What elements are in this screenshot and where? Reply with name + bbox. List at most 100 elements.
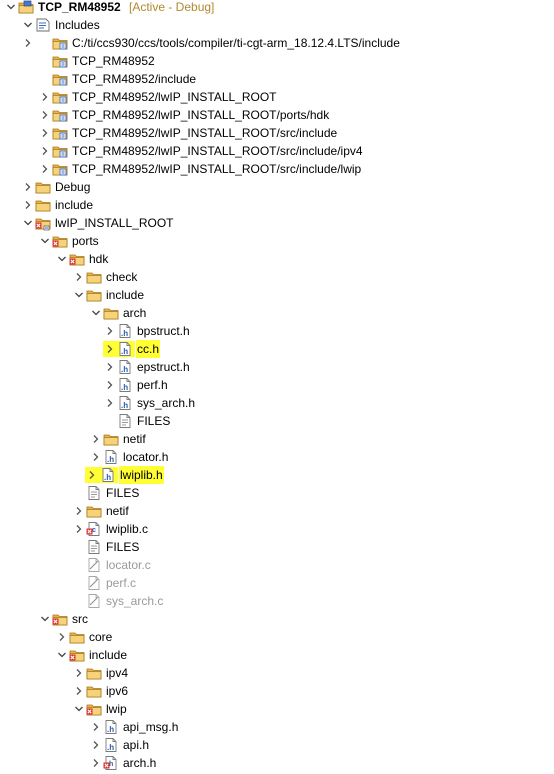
chevron-right-icon[interactable] [23, 182, 33, 192]
tree-item-label: lwiplib.c [106, 522, 149, 536]
chevron-right-icon[interactable] [105, 398, 115, 408]
tree-item-ipv6[interactable]: ipv6 [0, 682, 554, 700]
chevron-right-icon[interactable] [40, 110, 50, 120]
tree-item-include[interactable]: include [0, 196, 554, 214]
tree-item-tcp-rm48952-lwip-install-root-src-include-lwip[interactable]: TCP_RM48952/lwIP_INSTALL_ROOT/src/includ… [0, 160, 554, 178]
tree-item-files[interactable]: FILES [0, 484, 554, 502]
chevron-right-icon[interactable] [40, 146, 50, 156]
tree-item-label: TCP_RM48952/include [72, 72, 197, 86]
tree-item-netif[interactable]: netif [0, 430, 554, 448]
chevron-right-icon[interactable] [40, 128, 50, 138]
tree-item-perf-c[interactable]: perf.c [0, 574, 554, 592]
tree-item-label: C:/ti/ccs930/ccs/tools/compiler/ti-cgt-a… [72, 36, 400, 50]
tree-item-label: include [106, 288, 145, 302]
tree-item-debug[interactable]: Debug [0, 178, 554, 196]
tree-item-label: TCP_RM48952 [38, 0, 121, 14]
tree-item-locator-c[interactable]: locator.c [0, 556, 554, 574]
tree-item-label: ports [72, 234, 99, 248]
tree-item-tcp-rm48952-include[interactable]: TCP_RM48952/include [0, 70, 554, 88]
chevron-right-icon[interactable] [105, 326, 115, 336]
chevron-down-icon[interactable] [74, 704, 84, 714]
chevron-right-icon[interactable] [91, 434, 101, 444]
tree-item-label: locator.h [123, 450, 169, 464]
linkedfolder-icon [35, 215, 51, 231]
chevron-right-icon[interactable] [105, 362, 115, 372]
tree-item-label: hdk [89, 252, 109, 266]
tree-item-check[interactable]: check [0, 268, 554, 286]
tree-item-files[interactable]: FILES [0, 412, 554, 430]
folder-icon [86, 683, 102, 699]
tree-item-arch[interactable]: arch [0, 304, 554, 322]
chevron-right-icon[interactable] [91, 740, 101, 750]
folder-icon [69, 629, 85, 645]
chevron-down-icon[interactable] [74, 290, 84, 300]
tree-item-tcp-rm48952-lwip-install-root[interactable]: TCP_RM48952/lwIP_INSTALL_ROOT [0, 88, 554, 106]
tree-item-label: netif [123, 432, 146, 446]
chevron-right-icon[interactable] [74, 686, 84, 696]
tree-item-tcp-rm48952-lwip-install-root-src-include[interactable]: TCP_RM48952/lwIP_INSTALL_ROOT/src/includ… [0, 124, 554, 142]
tree-item-include[interactable]: include [0, 646, 554, 664]
tree-item-tcp-rm48952[interactable]: TCP_RM48952 [0, 52, 554, 70]
chevron-right-icon[interactable] [40, 92, 50, 102]
chevron-down-icon[interactable] [23, 20, 33, 30]
chevron-right-icon[interactable] [87, 470, 97, 480]
tree-item-ipv4[interactable]: ipv4 [0, 664, 554, 682]
chevron-right-icon[interactable] [105, 344, 115, 354]
tree-item-c-ti-ccs930-ccs-tools-compiler-ti-cgt-arm-18-12-4-lts-include[interactable]: C:/ti/ccs930/ccs/tools/compiler/ti-cgt-a… [0, 34, 554, 52]
tree-item-label: api.h [123, 738, 150, 752]
chevron-right-icon[interactable] [74, 668, 84, 678]
tree-item-src[interactable]: src [0, 610, 554, 628]
chevron-down-icon[interactable] [91, 308, 101, 318]
tree-item-tcp-rm48952[interactable]: TCP_RM48952[Active - Debug] [0, 0, 554, 16]
chevron-right-icon[interactable] [57, 632, 67, 642]
tree-item-files[interactable]: FILES [0, 538, 554, 556]
tree-item-core[interactable]: core [0, 628, 554, 646]
chevron-down-icon[interactable] [40, 614, 50, 624]
chevron-down-icon[interactable] [6, 2, 16, 12]
cfile-icon: c [86, 521, 102, 537]
chevron-right-icon[interactable] [74, 506, 84, 516]
chevron-right-icon[interactable] [91, 758, 101, 768]
svg-text:.h: .h [107, 743, 114, 752]
tree-item-lwip-install-root[interactable]: lwIP_INSTALL_ROOT [0, 214, 554, 232]
tree-item-tcp-rm48952-lwip-install-root-ports-hdk[interactable]: TCP_RM48952/lwIP_INSTALL_ROOT/ports/hdk [0, 106, 554, 124]
tree-item-api-h[interactable]: .h api.h [0, 736, 554, 754]
tree-item-tcp-rm48952-lwip-install-root-src-include-ipv4[interactable]: TCP_RM48952/lwIP_INSTALL_ROOT/src/includ… [0, 142, 554, 160]
tree-item-netif[interactable]: netif [0, 502, 554, 520]
chevron-right-icon[interactable] [74, 272, 84, 282]
tree-item-hdk[interactable]: hdk [0, 250, 554, 268]
tree-item-label: TCP_RM48952/lwIP_INSTALL_ROOT [72, 90, 277, 104]
libfolder-icon [52, 35, 68, 51]
tree-item-lwiplib-c[interactable]: c lwiplib.c [0, 520, 554, 538]
svg-text:.h: .h [107, 725, 114, 734]
tree-item-label: sys_arch.h [137, 396, 196, 410]
tree-item-includes[interactable]: Includes [0, 16, 554, 34]
chevron-right-icon[interactable] [91, 722, 101, 732]
chevron-down-icon[interactable] [40, 236, 50, 246]
tree-item-sys-arch-c[interactable]: sys_arch.c [0, 592, 554, 610]
tree-item-include[interactable]: include [0, 286, 554, 304]
tree-item-lwip[interactable]: lwip [0, 700, 554, 718]
chevron-right-icon[interactable] [23, 38, 33, 48]
chevron-down-icon[interactable] [57, 254, 67, 264]
svg-text:c: c [92, 527, 96, 534]
chevron-right-icon[interactable] [74, 524, 84, 534]
chevron-right-icon[interactable] [40, 164, 50, 174]
chevron-right-icon[interactable] [91, 452, 101, 462]
tree-item-ports[interactable]: ports [0, 232, 554, 250]
chevron-right-icon[interactable] [23, 200, 33, 210]
tree-item-label: TCP_RM48952/lwIP_INSTALL_ROOT/src/includ… [72, 126, 338, 140]
hfile-icon: .h [117, 359, 133, 375]
chevron-down-icon[interactable] [57, 650, 67, 660]
chevron-right-icon[interactable] [105, 380, 115, 390]
chevron-down-icon[interactable] [23, 218, 33, 228]
